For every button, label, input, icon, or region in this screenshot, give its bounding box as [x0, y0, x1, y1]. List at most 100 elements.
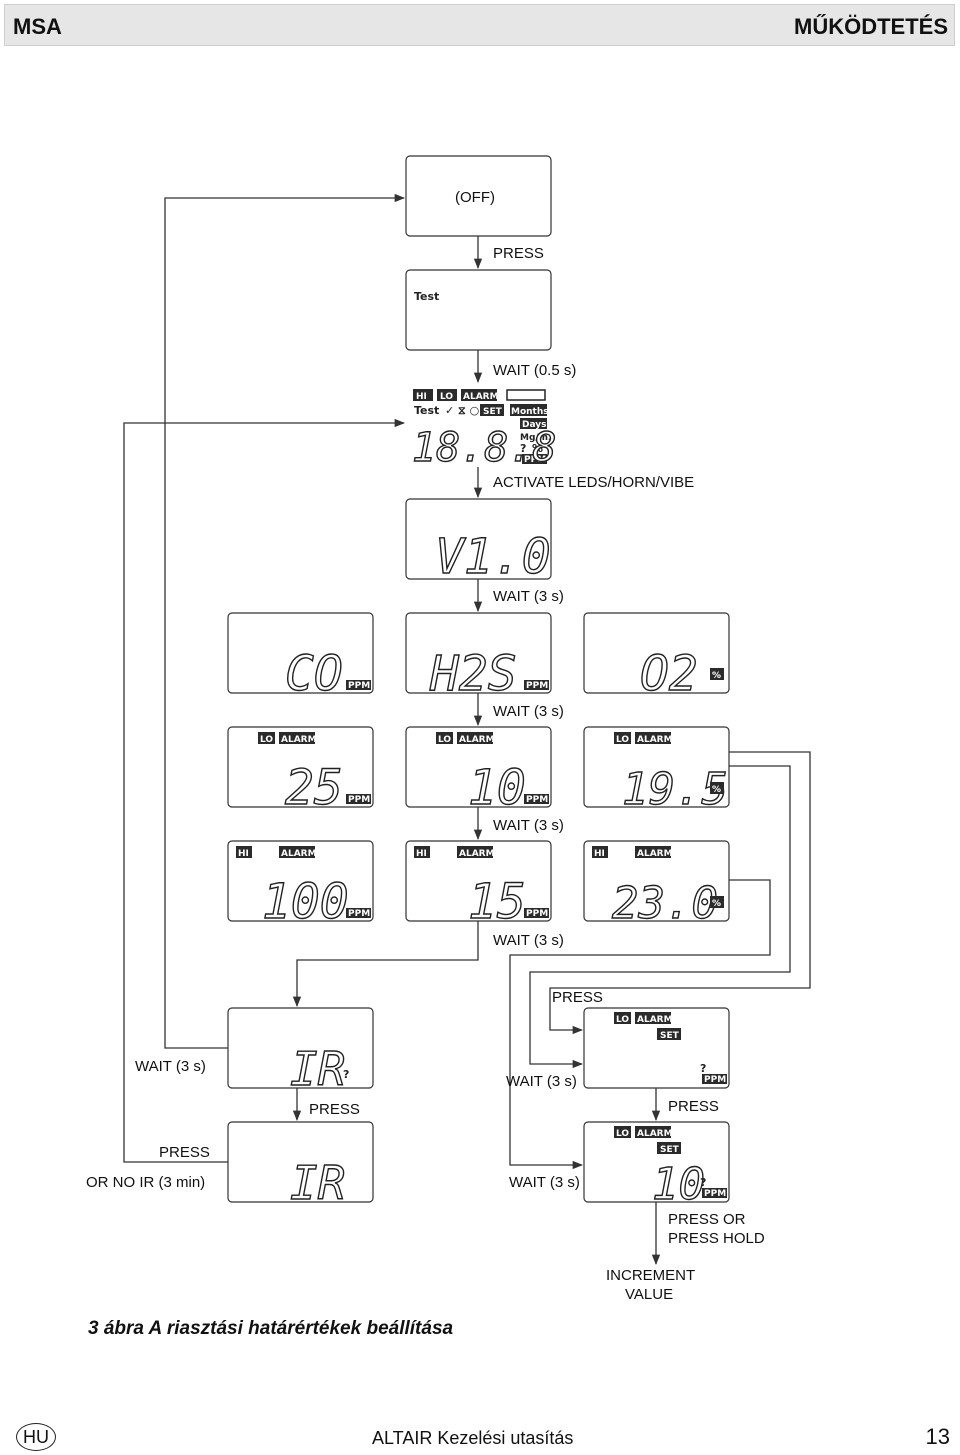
- svg-text:LO: LO: [438, 735, 451, 745]
- wait-05-label: WAIT (0.5 s): [493, 362, 576, 379]
- ir-question-mark: ?: [343, 1068, 349, 1081]
- wait-3-label-d: WAIT (3 s): [493, 932, 564, 949]
- ir-digits: IR: [290, 1156, 345, 1210]
- svg-text:PPM: PPM: [704, 1189, 726, 1199]
- lcd-co-box: [227, 612, 374, 694]
- svg-text:15: 15: [468, 874, 526, 930]
- svg-text:100: 100: [262, 874, 349, 930]
- press-top-label: PRESS: [552, 989, 603, 1006]
- press-or-label: PRESS OR: [668, 1211, 746, 1228]
- language-badge: HU: [16, 1423, 56, 1451]
- wait-3-mid-label: WAIT (3 s): [506, 1073, 577, 1090]
- connector-to-ir: [292, 921, 479, 1008]
- svg-text:Months: Months: [511, 407, 549, 417]
- lcd-hi-o2-box: HI ALARM 23.0 %: [583, 840, 730, 930]
- svg-text:?: ?: [700, 1062, 706, 1075]
- ppm-tag-h2s: PPM: [526, 681, 548, 691]
- wait-3-label-c: WAIT (3 s): [493, 817, 564, 834]
- svg-text:LO: LO: [260, 735, 273, 745]
- svg-text:ALARM: ALARM: [459, 735, 495, 745]
- svg-text:LO: LO: [616, 735, 629, 745]
- svg-text:ALARM: ALARM: [637, 1015, 673, 1025]
- co-digits: CO: [285, 646, 343, 702]
- lcd-lo-o2-box: LO ALARM 19.5 %: [583, 726, 730, 816]
- page-number: 13: [925, 1424, 950, 1449]
- svg-text:?: ?: [700, 1176, 706, 1189]
- svg-text:23.0: 23.0: [612, 878, 718, 929]
- svg-text:LO: LO: [616, 1129, 629, 1139]
- or-no-ir-label: OR NO IR (3 min): [86, 1174, 205, 1191]
- press-right-label: PRESS: [668, 1098, 719, 1115]
- figure-caption: 3 ábra A riasztási határértékek beállítá…: [88, 1318, 454, 1339]
- svg-text:%: %: [532, 442, 543, 455]
- svg-text:10: 10: [652, 1159, 705, 1210]
- svg-text:ALARM: ALARM: [637, 735, 673, 745]
- lcd-set-box-1: LO ALARM SET ? PPM: [583, 1007, 730, 1089]
- pct-tag-o2: %: [712, 671, 721, 681]
- connector-lo-loop-2: [529, 765, 791, 1069]
- lcd-hi-co-box: HI ALARM 100 PPM: [227, 840, 374, 931]
- svg-text:ALARM: ALARM: [459, 849, 495, 859]
- svg-text:ALARM: ALARM: [637, 849, 673, 859]
- svg-text:PPM: PPM: [348, 909, 370, 919]
- svg-text:PPM: PPM: [348, 795, 370, 805]
- ir-query-digits: IR: [290, 1042, 345, 1096]
- svg-text:ALARM: ALARM: [637, 1129, 673, 1139]
- wait-3-bottom-label: WAIT (3 s): [509, 1174, 580, 1191]
- svg-text:HI: HI: [416, 392, 427, 402]
- lcd-lo-co-box: LO ALARM 25 PPM: [227, 726, 374, 817]
- battery-icon: [506, 389, 546, 401]
- brand-label: MSA: [13, 14, 62, 39]
- svg-text:SET: SET: [483, 407, 503, 417]
- increment-label: INCREMENT: [606, 1267, 695, 1284]
- svg-text:?: ?: [520, 442, 526, 455]
- value-label: VALUE: [625, 1286, 673, 1303]
- svg-text:HI: HI: [416, 849, 427, 859]
- off-label: (OFF): [455, 189, 495, 206]
- connector-ir-to-all: [123, 418, 406, 1163]
- svg-text:HI: HI: [594, 849, 605, 859]
- section-title: MŰKÖDTETÉS: [794, 14, 948, 39]
- lcd-set-box-2: LO ALARM SET 10 ? PPM: [583, 1121, 730, 1211]
- lcd-o2-box: [583, 612, 730, 694]
- lcd-hi-h2s-box: HI ALARM 15 PPM: [405, 840, 552, 931]
- svg-text:ALARM: ALARM: [281, 849, 317, 859]
- svg-text:ALARM: ALARM: [281, 735, 317, 745]
- wait-3-label-b: WAIT (3 s): [493, 703, 564, 720]
- svg-text:10: 10: [468, 760, 526, 816]
- connector-lo-loop: [549, 751, 811, 1035]
- svg-text:HI: HI: [238, 849, 249, 859]
- all-digits: 18.8.8: [412, 425, 557, 471]
- svg-text:25: 25: [285, 760, 343, 816]
- press-bottom-left-label: PRESS: [159, 1144, 210, 1161]
- svg-text:PPM: PPM: [526, 909, 548, 919]
- footer-title: ALTAIR Kezelési utasítás: [372, 1428, 574, 1448]
- press-hold-label: PRESS HOLD: [668, 1230, 765, 1247]
- o2-digits: O2: [640, 646, 698, 702]
- version-digits: V1.0: [435, 529, 551, 585]
- check-icon: ✓ ⧖ ○: [445, 404, 479, 417]
- svg-text:PPM: PPM: [524, 455, 546, 465]
- svg-text:Days: Days: [522, 420, 547, 430]
- svg-text:%: %: [712, 899, 721, 909]
- test-indicator: Test: [414, 290, 439, 303]
- wait-3-label-a: WAIT (3 s): [493, 588, 564, 605]
- press-mid-left-label: PRESS: [309, 1101, 360, 1118]
- svg-text:LO: LO: [440, 392, 453, 402]
- svg-text:Mg/m3: Mg/m3: [520, 433, 554, 443]
- connector-ir-to-off: [164, 193, 406, 1049]
- activate-label: ACTIVATE LEDS/HORN/VIBE: [493, 474, 694, 491]
- svg-text:ALARM: ALARM: [463, 392, 499, 402]
- press-label-1: PRESS: [493, 245, 544, 262]
- lcd-test-box: [405, 269, 552, 351]
- svg-text:PPM: PPM: [704, 1075, 726, 1085]
- svg-text:PPM: PPM: [526, 795, 548, 805]
- svg-text:Test: Test: [414, 404, 439, 417]
- lcd-lo-h2s-box: LO ALARM 10 PPM: [405, 726, 552, 817]
- connector-hi-loop: [509, 879, 771, 1170]
- svg-text:SET: SET: [660, 1031, 680, 1041]
- svg-text:%: %: [712, 785, 721, 795]
- page-header: MSA MŰKÖDTETÉS: [4, 4, 955, 46]
- h2s-digits: H2S: [429, 646, 517, 702]
